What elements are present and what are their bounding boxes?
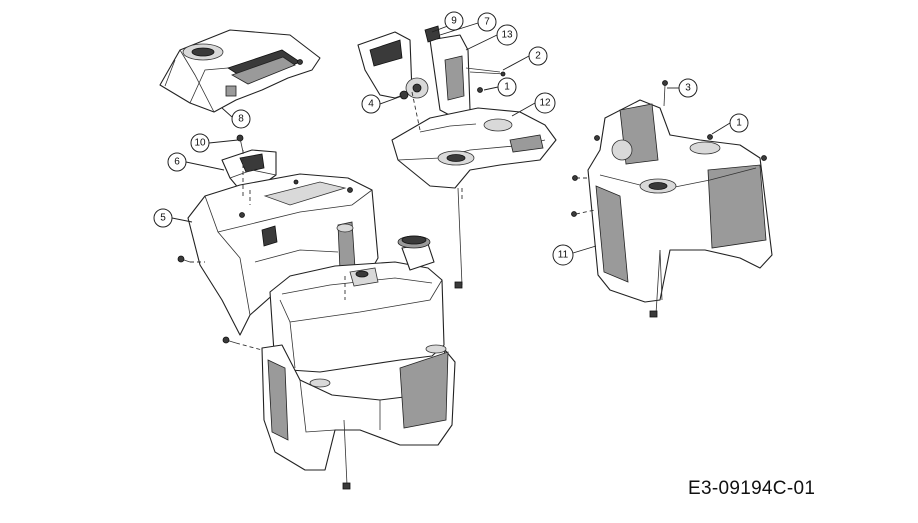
callout-6: 6 [167,152,187,172]
dashboard-cover-part [159,29,321,113]
callout-9: 9 [444,11,464,31]
svg-text:6: 6 [174,157,180,168]
rear-fender-part [571,99,773,303]
document-code: E3-09194C-01 [688,478,816,499]
callout-8: 8 [231,109,251,129]
callout-10: 10 [190,133,210,153]
seat-platform-part [391,107,557,289]
svg-text:12: 12 [539,98,551,109]
svg-text:9: 9 [451,16,457,27]
spring-pin-part [662,80,668,107]
callout-1-upper: 1 [497,77,517,97]
assembly-lines [190,91,596,351]
callout-2: 2 [528,46,548,66]
callout-5: 5 [153,208,173,228]
long-bolt-part [469,71,506,77]
svg-text:3: 3 [685,83,691,94]
svg-text:10: 10 [194,138,206,149]
callout-4: 4 [361,94,381,114]
svg-text:13: 13 [501,30,513,41]
svg-text:7: 7 [484,17,490,28]
console-housing-part [187,173,379,336]
lower-fender-part [261,344,456,471]
callout-3: 3 [678,78,698,98]
svg-text:1: 1 [736,118,742,129]
svg-text:5: 5 [160,213,166,224]
leader-lines [171,22,731,254]
steering-support-part [357,25,501,119]
callout-1-right: 1 [729,113,749,133]
svg-text:8: 8 [238,114,244,125]
svg-text:1: 1 [504,82,510,93]
svg-text:4: 4 [368,99,374,110]
callout-7: 7 [477,12,497,32]
svg-text:11: 11 [558,250,569,261]
rod-part [342,419,351,490]
callout-13: 13 [496,24,518,46]
fuel-tank-part [269,235,445,373]
callout-12: 12 [534,92,556,114]
callout-11: 11 [552,244,574,266]
svg-text:2: 2 [535,51,541,62]
screw-part [236,134,244,153]
rod-part-right [649,249,661,318]
fastener-part [177,255,237,344]
